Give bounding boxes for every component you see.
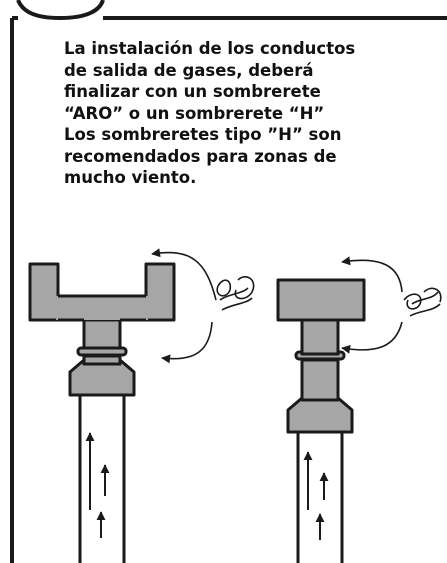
note-line: Los sombreretes tipo ”H” son bbox=[64, 125, 342, 144]
installation-note: La instalación de los conductos de salid… bbox=[64, 38, 394, 189]
h-cap-ring bbox=[76, 346, 128, 357]
note-line: La instalación de los conductos bbox=[64, 39, 356, 58]
h-cap-flue-pipe bbox=[78, 395, 126, 563]
h-cap-right-block bbox=[144, 262, 176, 322]
aro-cap-lower-neck bbox=[300, 358, 340, 402]
note-line: mucho viento. bbox=[64, 168, 197, 187]
h-cap-wind-arrows bbox=[151, 248, 255, 364]
aro-cap-wind-arrows bbox=[341, 256, 442, 354]
page-frame bbox=[10, 0, 447, 563]
aro-cap-reducer bbox=[286, 396, 354, 434]
aro-cap-flue-pipe bbox=[296, 432, 344, 563]
h-cap-left-block bbox=[28, 262, 60, 322]
note-line: de salida de gases, deberá bbox=[64, 60, 314, 80]
note-line: “ARO” o un sombrerete “H” bbox=[64, 103, 325, 123]
aro-cap-upper-neck bbox=[300, 316, 340, 356]
note-line: recomendados para zonas de bbox=[64, 146, 337, 166]
aro-cap-assembly bbox=[276, 278, 366, 563]
h-cap-updraft-arrows bbox=[85, 432, 110, 538]
aro-cap-head bbox=[276, 278, 366, 322]
h-cap-assembly bbox=[28, 262, 176, 563]
note-line: finalizar con un sombrerete bbox=[64, 82, 321, 101]
aro-cap-updraft-arrows bbox=[303, 451, 329, 540]
